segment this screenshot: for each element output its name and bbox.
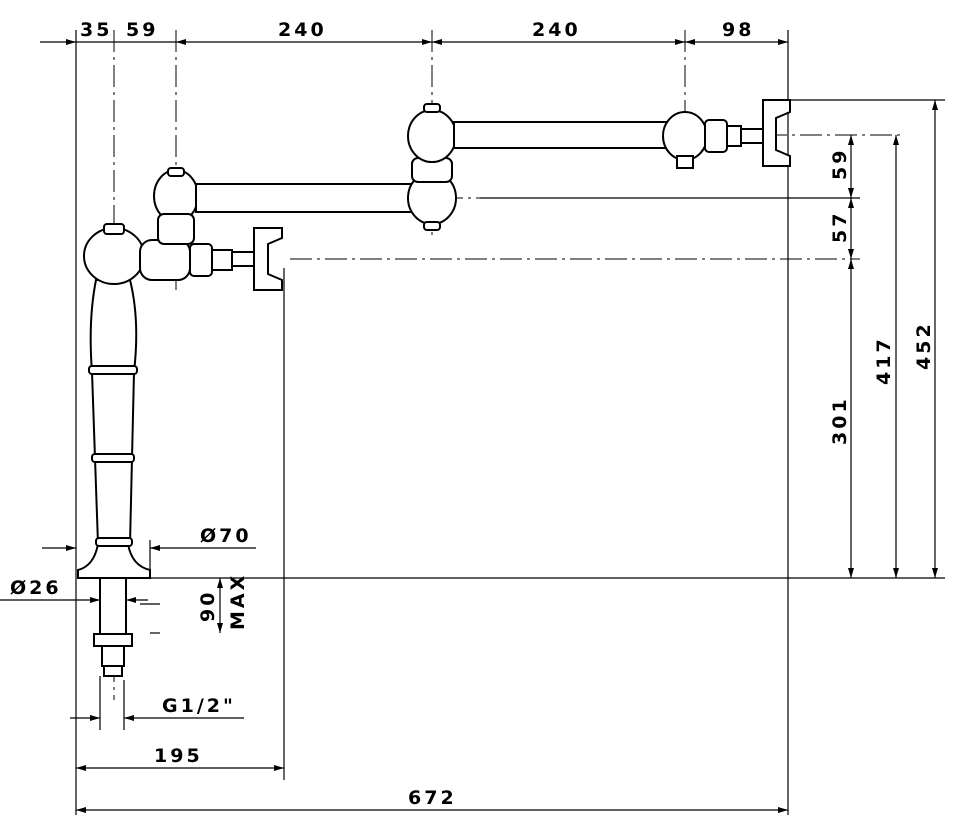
- dim-35: 35: [80, 19, 112, 41]
- dim-301: 301: [829, 396, 851, 445]
- joint-1-collar: [157, 213, 195, 245]
- dim-90: 90: [197, 590, 219, 622]
- column-cap: [103, 223, 125, 235]
- arm-1: [195, 183, 417, 213]
- dim-98: 98: [722, 19, 754, 41]
- column-ring-1: [88, 365, 138, 375]
- dim-dia-70: Ø70: [200, 525, 252, 547]
- dim-452: 452: [913, 321, 935, 370]
- column-head: [83, 227, 145, 285]
- shank-tip: [103, 665, 123, 677]
- dim-59-right: 59: [829, 148, 851, 180]
- upper-valve-collar: [704, 119, 728, 153]
- spout-outlet: [676, 155, 694, 169]
- bottom-672-dimension: 672: [76, 787, 788, 813]
- arm-2: [453, 121, 667, 149]
- dim-195: 195: [154, 745, 203, 767]
- top-dimensions: 35 59 240 240 98: [40, 19, 788, 45]
- lower-valve-stem: [211, 249, 233, 271]
- column-ring-3: [95, 537, 133, 547]
- upper-valve-spindle: [740, 128, 764, 144]
- dim-dia-26: Ø26: [10, 577, 62, 599]
- bottom-195-dimension: 195: [76, 745, 284, 771]
- lower-valve-spindle: [231, 251, 255, 267]
- upper-valve-stem: [726, 125, 742, 147]
- joint-2-bottom-cap: [423, 221, 441, 231]
- right-dimensions: 59 57 301 417 452: [829, 100, 938, 578]
- spout-head: [662, 111, 708, 161]
- lower-valve-collar: [189, 243, 213, 277]
- dim-59-top: 59: [126, 19, 158, 41]
- diameter-26-dimension: Ø26: [0, 577, 148, 603]
- lower-cross-handle: [253, 227, 283, 291]
- thread-dimension: G1/2": [70, 676, 244, 730]
- lower-valve-body: [139, 239, 191, 281]
- faucet-body: [77, 99, 791, 677]
- dim-240-left: 240: [278, 19, 327, 41]
- dim-57: 57: [829, 211, 851, 243]
- dim-672: 672: [408, 787, 457, 809]
- shank-nut: [93, 633, 133, 647]
- joint-2-cap: [423, 103, 441, 113]
- dim-max: MAX: [227, 573, 249, 630]
- dim-240-right: 240: [532, 19, 581, 41]
- diameter-70-dimension: Ø70: [42, 525, 256, 570]
- dim-thread: G1/2": [162, 695, 236, 717]
- joint-2-upper: [407, 109, 457, 163]
- shank-90-dimension: 90 MAX: [197, 573, 249, 633]
- upper-cross-handle: [762, 99, 791, 167]
- column: [89, 279, 138, 545]
- dim-417: 417: [873, 336, 895, 385]
- shank: [99, 577, 127, 635]
- column-ring-2: [91, 453, 135, 463]
- base-flange: [77, 543, 151, 579]
- shank-thread: [101, 645, 125, 667]
- joint-1-cap: [167, 167, 185, 177]
